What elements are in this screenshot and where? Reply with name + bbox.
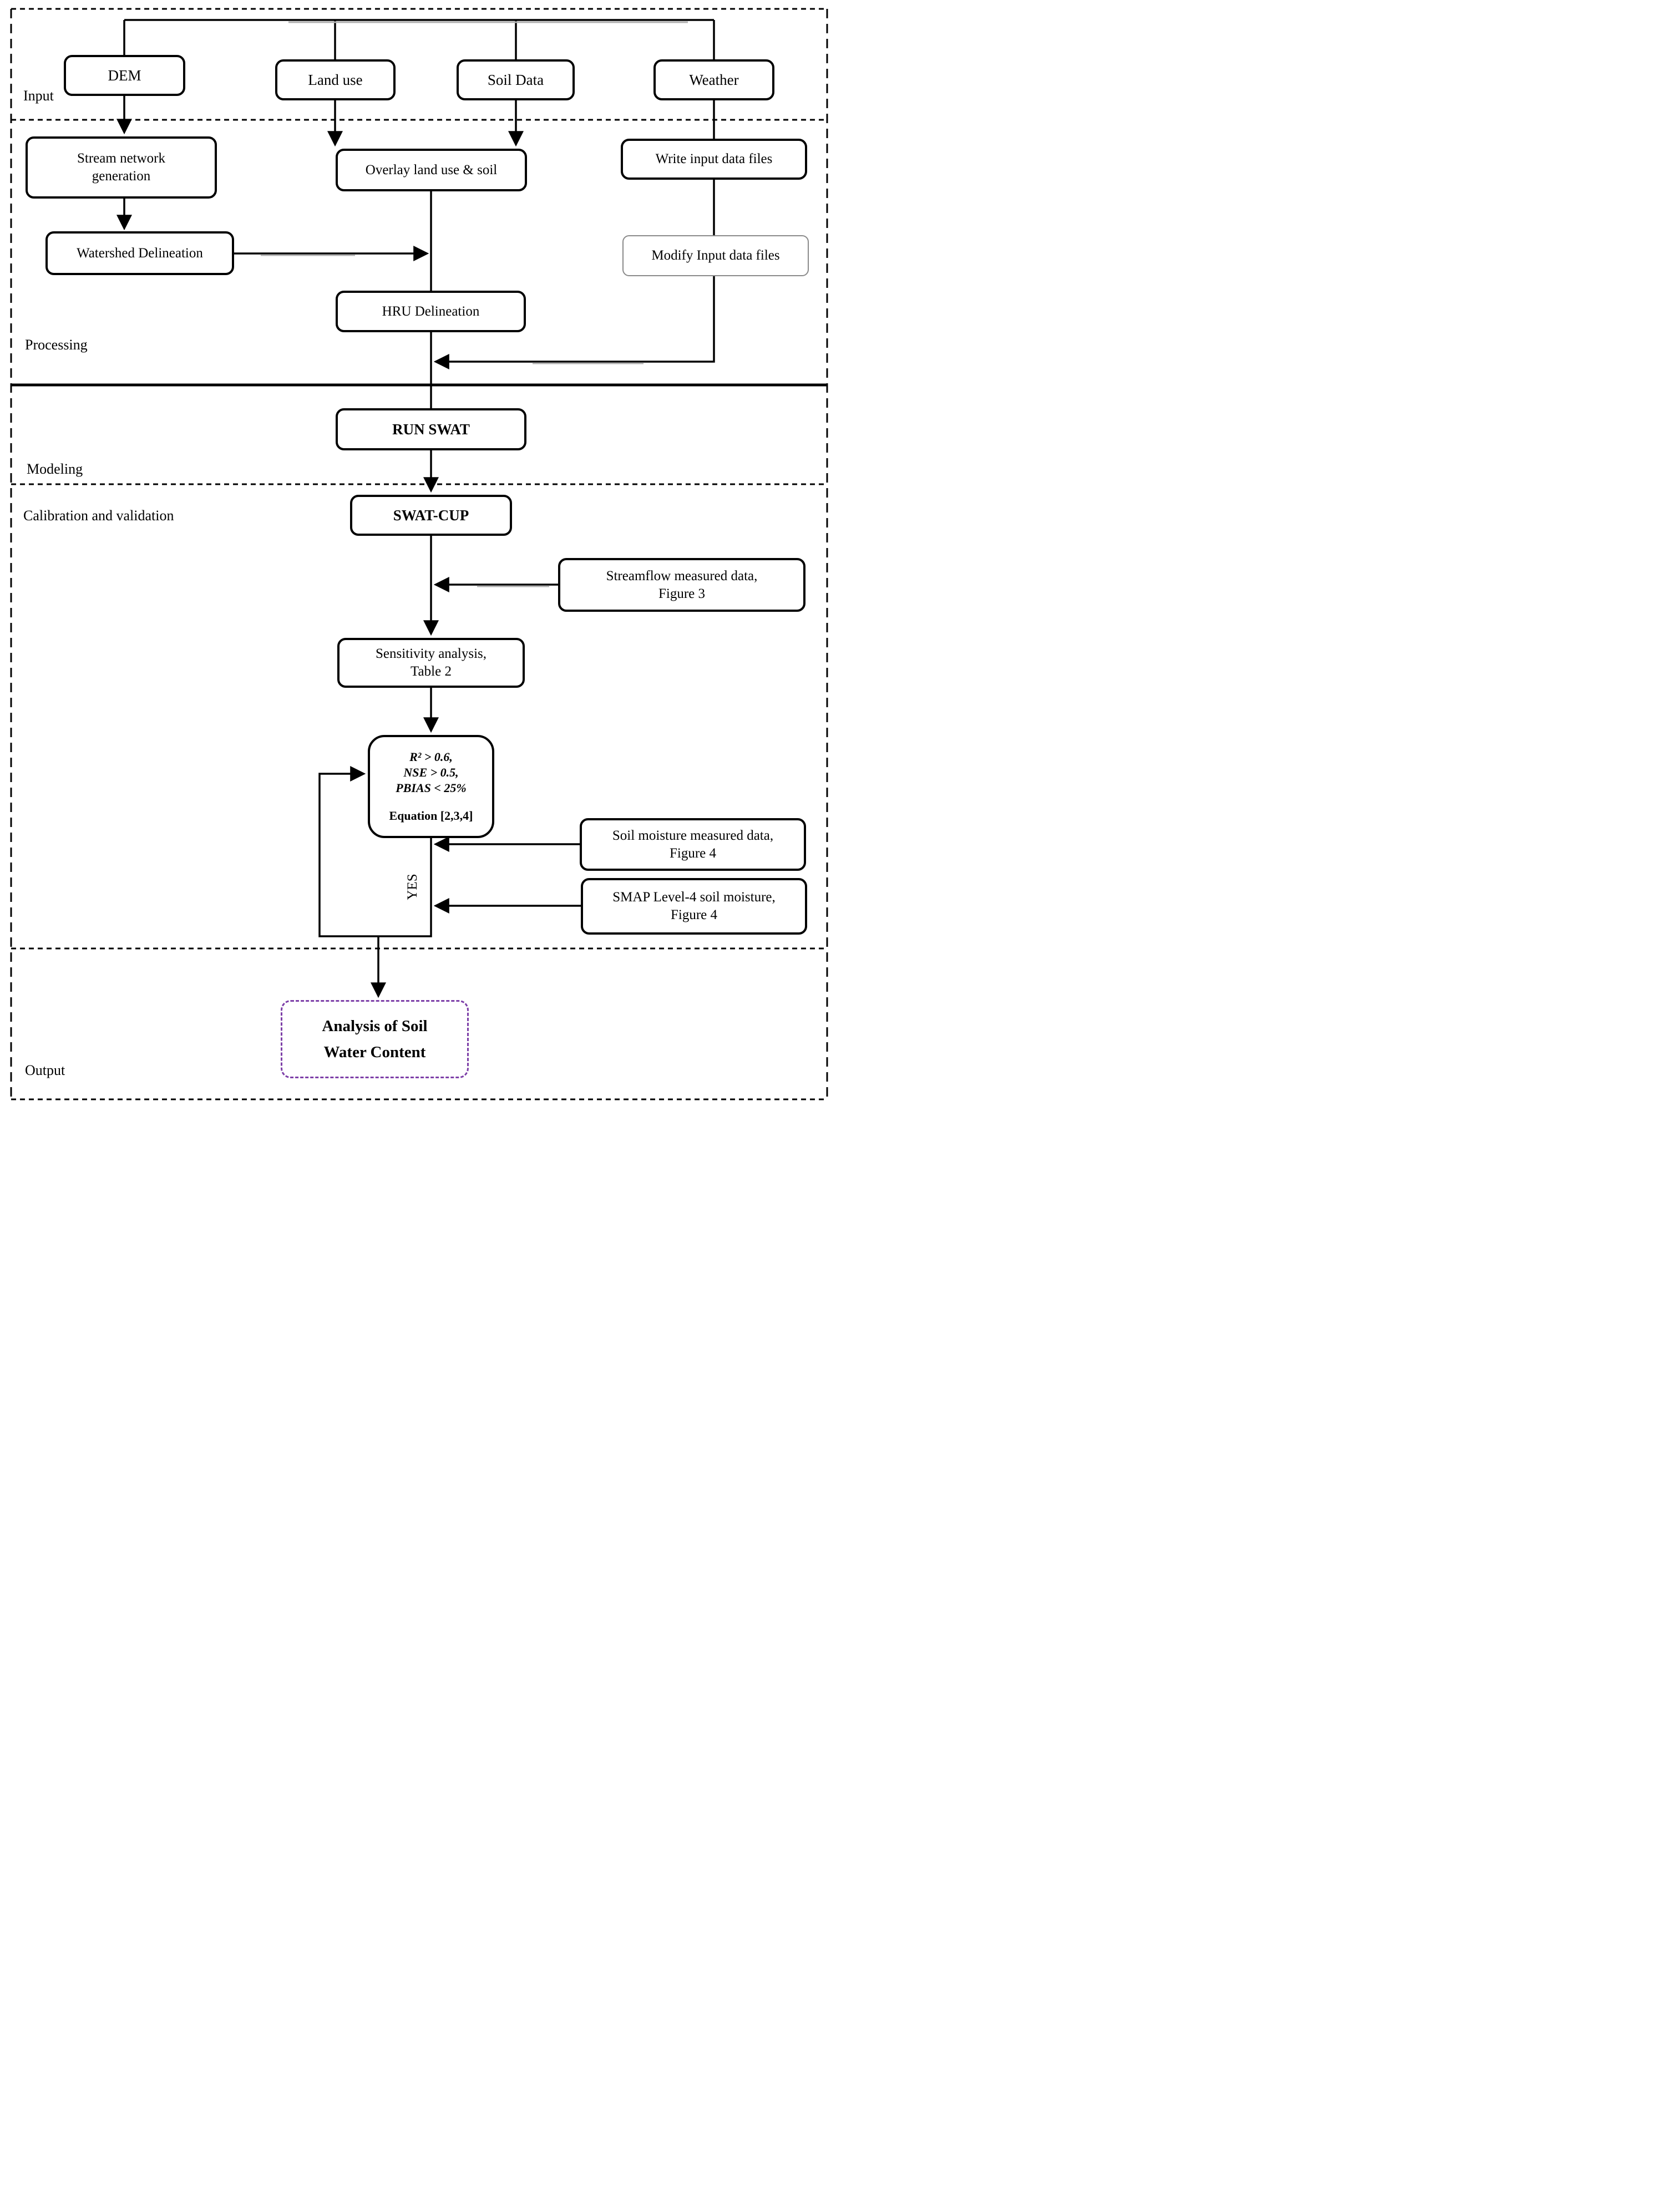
- node-streamflow: Streamflow measured data, Figure 3: [558, 558, 805, 612]
- section-label-processing: Processing: [25, 337, 88, 353]
- edge-modify-spine: [433, 276, 715, 369]
- streamflow-line2: Figure 3: [658, 586, 706, 601]
- smap-line2: Figure 4: [670, 907, 718, 922]
- node-soil-data: Soil Data: [457, 59, 575, 100]
- node-hru: HRU Delineation: [336, 291, 526, 332]
- node-soil-moisture: Soil moisture measured data, Figure 4: [580, 818, 806, 871]
- criteria-pbias: PBIAS < 25%: [396, 781, 467, 795]
- outer-dashed-border: [10, 8, 828, 1100]
- node-criteria: R² > 0.6, NSE > 0.5, PBIAS < 25% Equatio…: [368, 735, 494, 838]
- section-label-modeling: Modeling: [27, 461, 83, 477]
- sensitivity-line1: Sensitivity analysis,: [376, 646, 487, 661]
- analysis-line2: Water Content: [323, 1043, 426, 1061]
- node-write-input: Write input data files: [621, 139, 807, 180]
- stream-network-line1: Stream network: [77, 151, 165, 166]
- soil-moisture-line1: Soil moisture measured data,: [612, 828, 774, 843]
- connector-layer: [10, 8, 828, 1100]
- node-weather: Weather: [653, 59, 774, 100]
- smap-line1: SMAP Level-4 soil moisture,: [612, 890, 776, 905]
- section-label-calibration: Calibration and validation: [23, 508, 174, 524]
- node-swat-cup: SWAT-CUP: [350, 495, 512, 536]
- scan-artifact-lines: [261, 21, 688, 587]
- section-label-input: Input: [23, 88, 54, 104]
- criteria-equation: Equation [2,3,4]: [389, 809, 473, 823]
- edge-criteria-loop: [318, 766, 432, 937]
- analysis-line1: Analysis of Soil: [322, 1017, 428, 1036]
- criteria-r2: R² > 0.6,: [409, 749, 453, 764]
- node-modify-input: Modify Input data files: [622, 235, 809, 276]
- criteria-nse: NSE > 0.5,: [403, 765, 459, 779]
- node-sensitivity: Sensitivity analysis, Table 2: [337, 638, 525, 688]
- node-smap: SMAP Level-4 soil moisture, Figure 4: [581, 878, 807, 935]
- sensitivity-line2: Table 2: [411, 664, 452, 679]
- section-label-output: Output: [25, 1062, 65, 1078]
- node-dem: DEM: [64, 55, 185, 96]
- soil-moisture-line2: Figure 4: [669, 845, 717, 861]
- node-run-swat: RUN SWAT: [336, 408, 526, 450]
- streamflow-line1: Streamflow measured data,: [606, 568, 758, 584]
- node-stream-network: Stream network generation: [26, 136, 217, 199]
- node-analysis: Analysis of Soil Water Content: [281, 1000, 469, 1078]
- node-overlay: Overlay land use & soil: [336, 149, 527, 191]
- node-watershed: Watershed Delineation: [45, 231, 234, 275]
- flow-connectors: [116, 19, 715, 998]
- yes-edge-label: YES: [405, 874, 420, 900]
- node-land-use: Land use: [275, 59, 396, 100]
- stream-network-line2: generation: [92, 169, 151, 184]
- flowchart-canvas: Input Processing Modeling Calibration an…: [0, 0, 836, 1106]
